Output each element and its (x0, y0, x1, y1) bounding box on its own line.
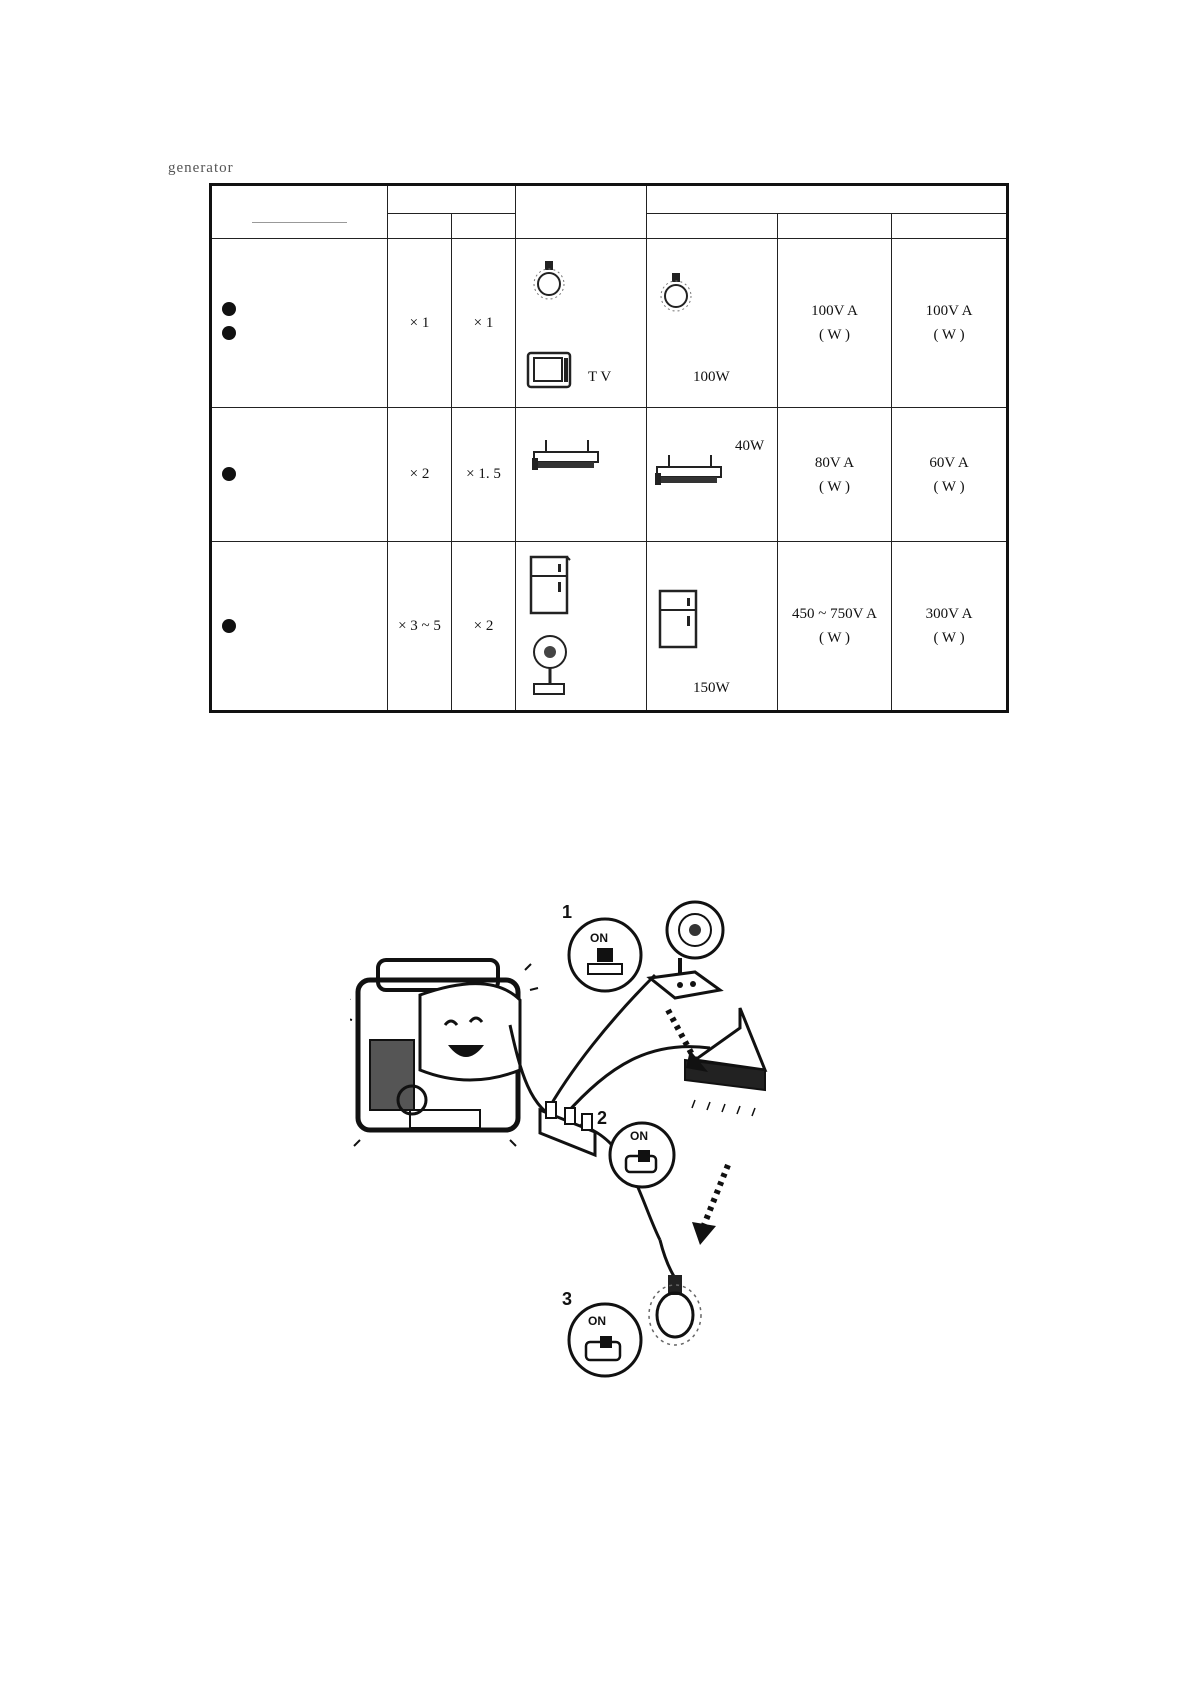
sample-cell: 40W (646, 407, 778, 542)
power-strip-icon (538, 1101, 597, 1158)
step-3-switch: 3 ON (562, 1289, 643, 1378)
step-number: 2 (597, 1108, 607, 1128)
start-factor: × 3 ~ 5 (387, 541, 452, 712)
sample-cell: 100W (646, 238, 778, 408)
header-cell-sample (646, 213, 778, 239)
header-cell-type (210, 184, 388, 239)
type-cell (210, 541, 388, 712)
generator-icon (350, 958, 539, 1147)
run-factor: × 2 (451, 541, 516, 712)
run-va-cell: 300V A ( W ) (890, 541, 1009, 712)
start-va-cell: 100V A ( W ) (777, 238, 892, 408)
step-number: 1 (562, 902, 572, 922)
run-unit: ( W ) (933, 478, 965, 495)
header-cell-run (451, 213, 516, 239)
header-cell-start-va (777, 213, 892, 239)
sample-cell: 150W (646, 541, 778, 712)
fluorescent-lamp-icon (532, 440, 599, 470)
table-row: × 3 ~ 5 × 2 150W (210, 541, 1009, 712)
start-factor: × 2 (387, 407, 452, 542)
bulb-icon (660, 273, 692, 312)
connection-illustration: 1 ON 2 ON 3 ON (350, 900, 768, 1378)
bulb-icon (648, 1239, 702, 1346)
step-1-switch: 1 ON (562, 902, 643, 993)
run-va: 100V A (925, 303, 973, 319)
bulb-icon (533, 261, 565, 300)
run-unit: ( W ) (933, 327, 965, 343)
header-cell-example (515, 184, 647, 239)
fan-icon (533, 635, 567, 695)
start-va: 100V A (811, 303, 858, 319)
run-va: 60V A (929, 454, 969, 471)
step-2-switch: 2 ON (597, 1108, 676, 1189)
refrigerator-icon (529, 555, 571, 615)
step-number: 3 (562, 1289, 572, 1309)
fluorescent-lamp-icon (655, 455, 722, 485)
table-row: × 2 × 1. 5 40W 80V A ( W ) (210, 407, 1009, 542)
start-va: 450 ~ 750V A (792, 606, 877, 622)
header-cell-factor (387, 184, 516, 214)
bullet-icon (222, 302, 236, 316)
run-unit: ( W ) (933, 630, 965, 646)
example-cell: T V (515, 238, 647, 408)
example-cell (515, 541, 647, 712)
header-fragment: generator (168, 160, 234, 176)
header-cell-start (387, 213, 452, 239)
type-cell (210, 238, 388, 408)
example-cell (515, 407, 647, 542)
bullet-icon (222, 467, 236, 481)
run-va: 300V A (925, 606, 973, 622)
start-unit: ( W ) (818, 630, 851, 646)
sample-watt: 40W (735, 438, 765, 454)
start-va-cell: 450 ~ 750V A ( W ) (777, 541, 892, 712)
run-va-cell: 100V A ( W ) (890, 238, 1009, 408)
sample-watt: 150W (693, 680, 730, 696)
example-label: T V (588, 369, 612, 385)
bullet-icon (222, 619, 236, 633)
refrigerator-icon (658, 589, 698, 649)
bullet-icon (222, 326, 236, 340)
header-row-1 (210, 184, 1009, 239)
switch-on-label: ON (588, 1314, 606, 1328)
run-va-cell: 60V A ( W ) (890, 407, 1009, 542)
start-va-cell: 80V A ( W ) (777, 407, 892, 542)
switch-on-label: ON (630, 1129, 648, 1143)
run-factor: × 1. 5 (451, 407, 516, 542)
type-cell (210, 407, 388, 542)
start-va: 80V A (814, 454, 855, 471)
fan-icon (646, 900, 725, 1000)
header-cell-run-va (890, 213, 1009, 239)
start-unit: ( W ) (818, 478, 851, 495)
start-unit: ( W ) (818, 327, 851, 343)
start-factor: × 1 (387, 238, 452, 408)
table-row: × 1 × 1 T V 100W 100V A (210, 238, 1009, 408)
load-spec-table: × 1 × 1 T V 100W 100V A (209, 183, 1010, 713)
header-cell-capacity (645, 184, 1009, 214)
switch-on-label: ON (590, 931, 608, 945)
run-factor: × 1 (451, 238, 516, 408)
sample-watt: 100W (693, 369, 730, 385)
tv-icon (526, 351, 572, 389)
